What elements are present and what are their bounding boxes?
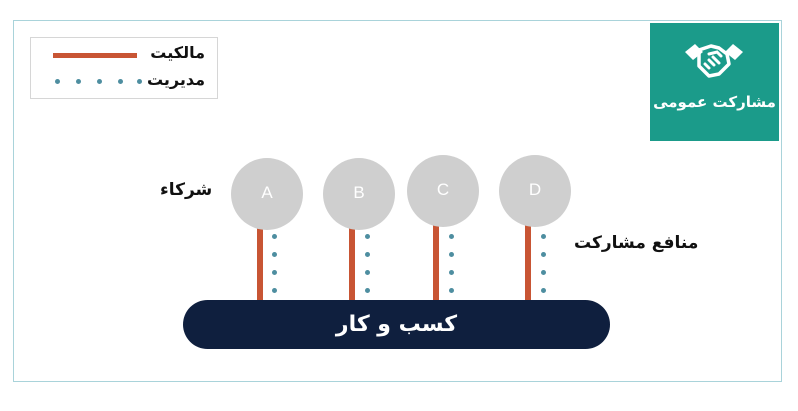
legend-label-ownership: مالکیت [150,43,205,62]
partner-letter: B [353,183,365,202]
public-partnership-badge: مشارکت عمومی [650,23,779,141]
legend-item-ownership: مالکیت [31,42,219,68]
partner-node-c: C [407,155,479,227]
partner-node-b: B [323,158,395,230]
ownership-line-b [349,225,355,303]
partner-node-a: A [231,158,303,230]
management-dots-swatch [53,77,143,87]
ownership-line-d [525,225,531,303]
legend-item-management: مدیریت [31,69,219,95]
partner-letter: A [261,183,273,202]
legend: مالکیت مدیریت [30,37,218,99]
ownership-line-swatch [53,53,137,58]
ownership-line-c [433,225,439,303]
benefits-label: منافع مشارکت [574,233,699,253]
legend-label-management: مدیریت [146,70,205,89]
ownership-line-a [257,225,263,303]
business-bar: کسب و کار [183,300,610,349]
badge-title: مشارکت عمومی [653,93,776,111]
handshake-icon [685,44,743,78]
business-label: کسب و کار [335,312,458,337]
partner-node-d: D [499,155,571,227]
partner-letter: D [528,180,542,199]
partners-label: شرکاء [160,180,213,200]
partner-letter: C [436,180,450,199]
diagram-frame [13,20,782,382]
